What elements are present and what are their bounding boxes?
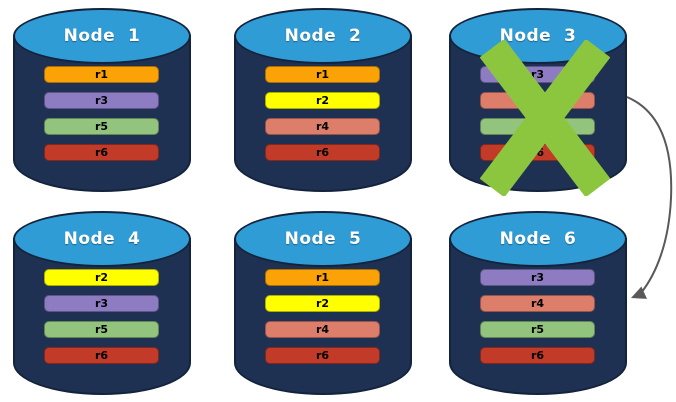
replica-label: r1 [315, 68, 330, 81]
node-title: Node 1 [63, 26, 141, 46]
replica-bar: r1 [44, 66, 159, 83]
cylinder-top: Node 3 [449, 8, 627, 64]
replica-label: r2 [315, 94, 330, 107]
replica-bar: r6 [265, 347, 380, 364]
replica-bar: r3 [44, 92, 159, 109]
replica-label: r1 [315, 271, 330, 284]
replica-bar: r3 [480, 269, 595, 286]
replica-label: r5 [94, 323, 109, 336]
replica-label: r6 [315, 349, 330, 362]
replica-bar: r4 [480, 92, 595, 109]
replica-bar: r2 [44, 269, 159, 286]
replica-label: r3 [94, 297, 109, 310]
cylinder-top: Node 5 [234, 211, 412, 267]
replica-bar: r5 [480, 321, 595, 338]
replica-label: r2 [315, 297, 330, 310]
node-title: Node 5 [284, 229, 362, 249]
replica-list: r2 r3 r5 r6 [44, 269, 159, 364]
replica-label: r5 [94, 120, 109, 133]
replica-bar: r4 [265, 321, 380, 338]
replica-list: r1 r3 r5 r6 [44, 66, 159, 161]
replica-bar: r4 [480, 295, 595, 312]
replica-bar: r6 [480, 144, 595, 161]
node-6: Node 6 r3 r4 r5 r6 [449, 211, 627, 395]
cylinder-top: Node 6 [449, 211, 627, 267]
replica-label: r3 [94, 94, 109, 107]
replica-bar: r2 [265, 92, 380, 109]
replica-bar: r6 [44, 347, 159, 364]
replica-bar: r2 [265, 295, 380, 312]
node-5: Node 5 r1 r2 r4 r6 [234, 211, 412, 395]
node-2: Node 2 r1 r2 r4 r6 [234, 8, 412, 192]
replica-bar: r6 [480, 347, 595, 364]
node-title: Node 6 [499, 229, 577, 249]
replica-list: r3 r4 r5 r6 [480, 66, 595, 161]
replica-label: r4 [315, 323, 330, 336]
replica-label: r1 [94, 68, 109, 81]
cylinder-top: Node 4 [13, 211, 191, 267]
node-1: Node 1 r1 r3 r5 r6 [13, 8, 191, 192]
replica-bar: r4 [265, 118, 380, 135]
replica-bar: r3 [480, 66, 595, 83]
replica-label: r5 [530, 323, 545, 336]
replica-bar: r6 [265, 144, 380, 161]
replica-list: r1 r2 r4 r6 [265, 66, 380, 161]
cylinder-top: Node 1 [13, 8, 191, 64]
replica-bar: r1 [265, 269, 380, 286]
replica-label: r6 [530, 146, 545, 159]
replica-list: r3 r4 r5 r6 [480, 269, 595, 364]
replica-label: r4 [530, 297, 545, 310]
replica-label: r6 [315, 146, 330, 159]
replica-bar: r1 [265, 66, 380, 83]
node-3: Node 3 r3 r4 r5 r6 [449, 8, 627, 192]
cylinder-top: Node 2 [234, 8, 412, 64]
replica-label: r6 [94, 349, 109, 362]
replica-label: r2 [94, 271, 109, 284]
node-4: Node 4 r2 r3 r5 r6 [13, 211, 191, 395]
replica-bar: r5 [44, 118, 159, 135]
replica-label: r4 [315, 120, 330, 133]
node-title: Node 2 [284, 26, 362, 46]
replica-label: r3 [530, 271, 545, 284]
replica-bar: r5 [44, 321, 159, 338]
replica-bar: r3 [44, 295, 159, 312]
replica-bar: r6 [44, 144, 159, 161]
replica-label: r6 [530, 349, 545, 362]
replica-list: r1 r2 r4 r6 [265, 269, 380, 364]
node-title: Node 4 [63, 229, 141, 249]
replica-label: r6 [94, 146, 109, 159]
node-title: Node 3 [499, 26, 577, 46]
replica-label: r5 [530, 120, 545, 133]
replica-bar: r5 [480, 118, 595, 135]
replica-label: r3 [530, 68, 545, 81]
replica-label: r4 [530, 94, 545, 107]
